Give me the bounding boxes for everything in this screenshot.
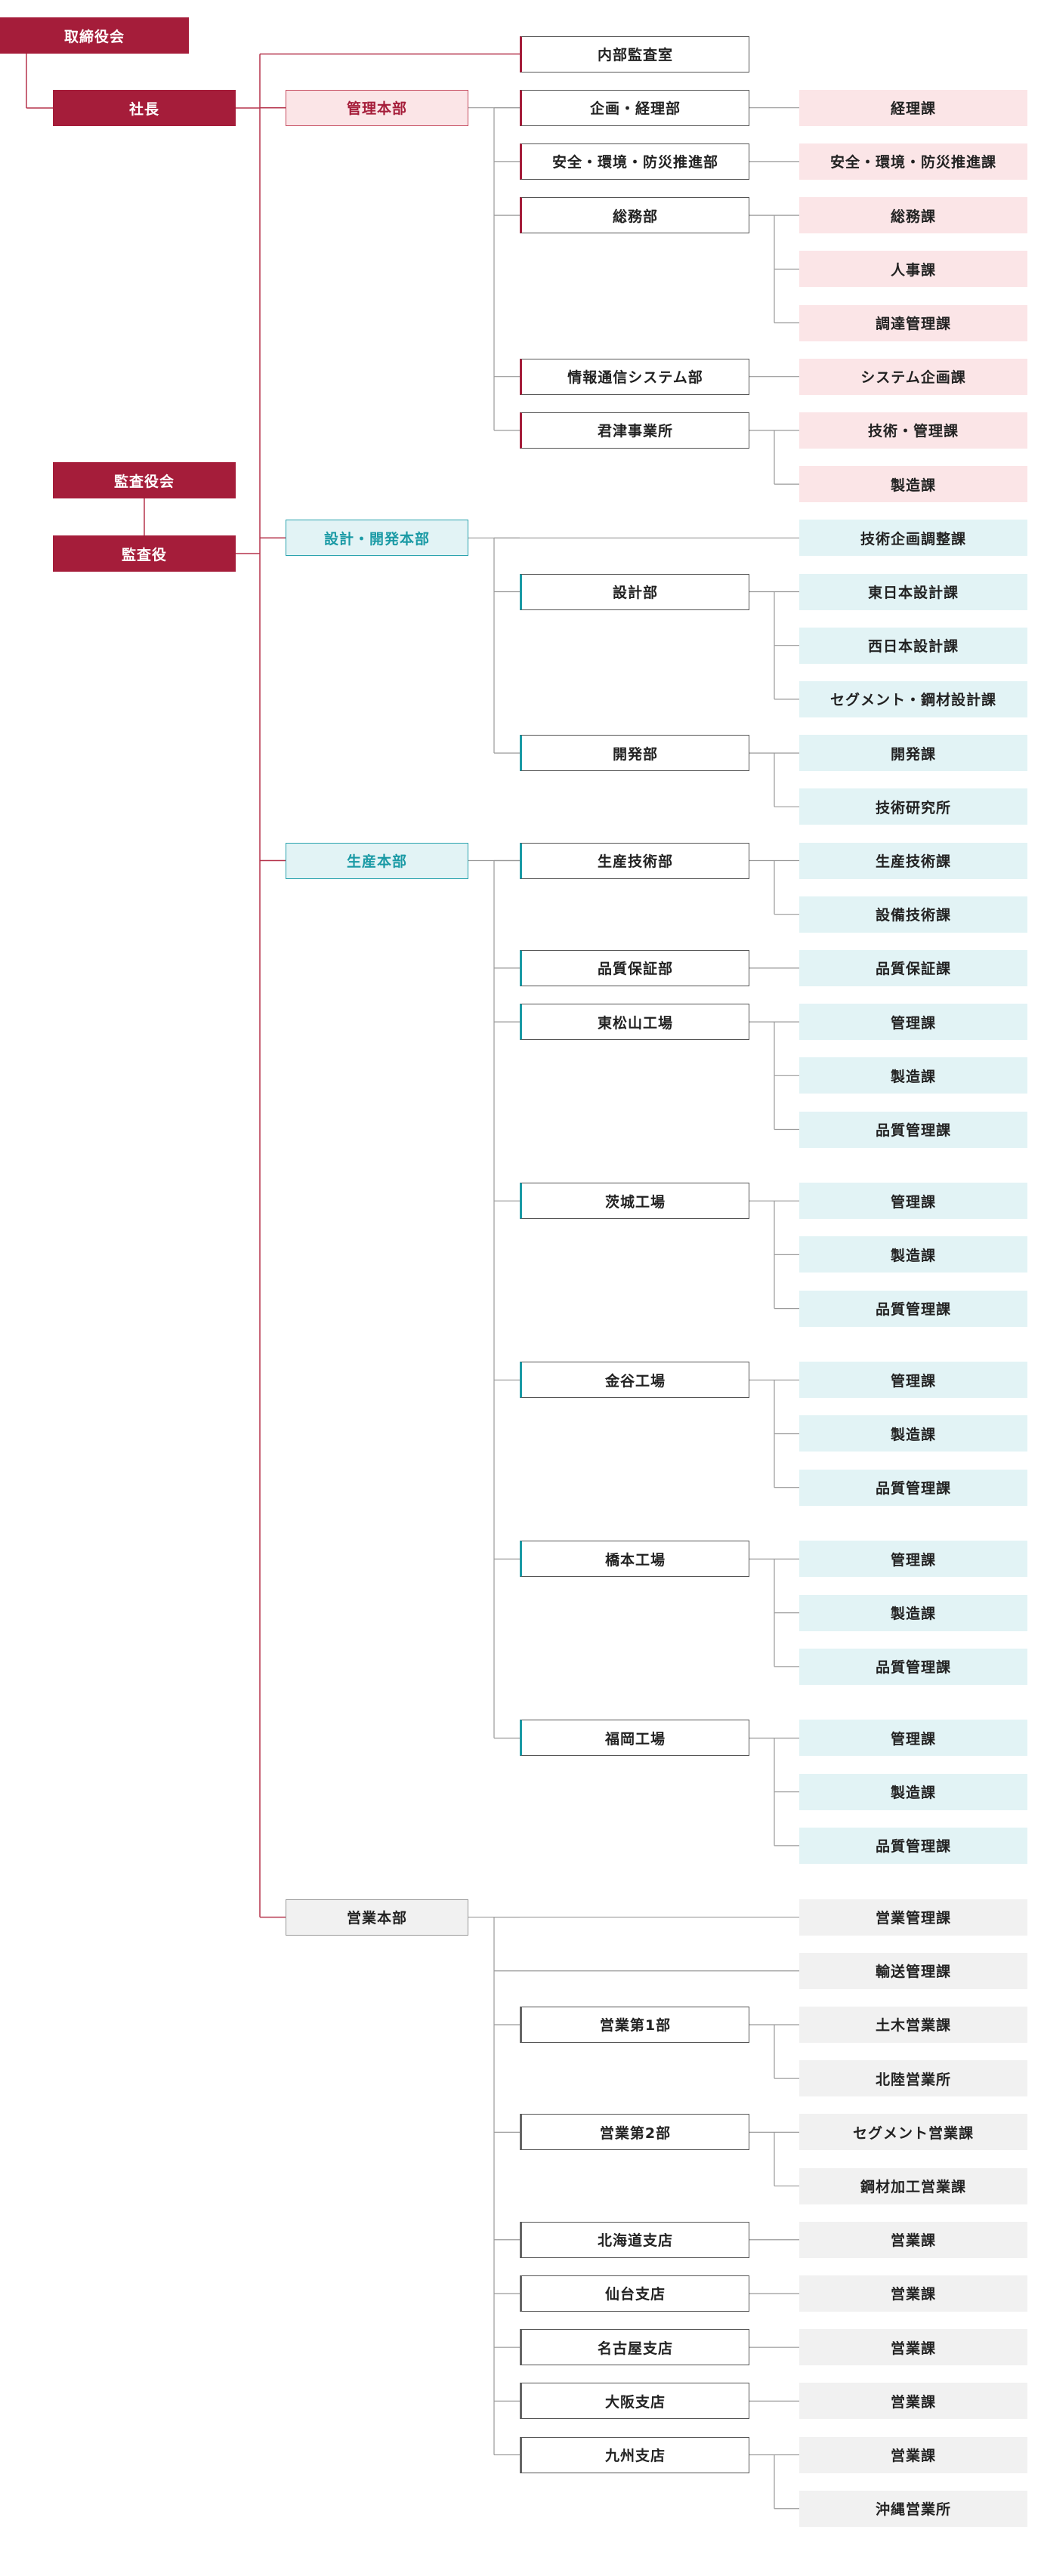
section-box: 生産技術課: [799, 842, 1027, 879]
section-box: 品質管理課: [799, 1111, 1027, 1148]
department-box: 九州支店: [520, 2436, 749, 2473]
section-box: 東日本設計課: [799, 573, 1027, 610]
section-box: 技術・管理課: [799, 412, 1027, 449]
board-box: 取締役会: [0, 17, 189, 54]
section-box: 鋼材加工営業課: [799, 2167, 1027, 2204]
section-box: 管理課: [799, 1362, 1027, 1399]
department-box: 橋本工場: [520, 1541, 749, 1578]
section-box: 品質管理課: [799, 1290, 1027, 1327]
department-box: 仙台支店: [520, 2275, 749, 2312]
section-box: 管理課: [799, 1004, 1027, 1041]
hq-pr-box: 生産本部: [286, 842, 468, 879]
department-box: 開発部: [520, 735, 749, 772]
section-box: 経理課: [799, 89, 1027, 126]
president-box: 社長: [53, 90, 236, 126]
section-box: 製造課: [799, 1594, 1027, 1631]
section-box: 技術研究所: [799, 788, 1027, 825]
section-box: 営業課: [799, 2329, 1027, 2366]
section-box: 品質管理課: [799, 1648, 1027, 1685]
hq-sl-box: 営業本部: [286, 1899, 468, 1936]
section-box: 設備技術課: [799, 896, 1027, 933]
section-box: 製造課: [799, 1236, 1027, 1273]
department-box: 情報通信システム部: [520, 358, 749, 395]
department-box: 東松山工場: [520, 1004, 749, 1041]
department-box: 君津事業所: [520, 412, 749, 449]
department-box: 名古屋支店: [520, 2329, 749, 2366]
section-box: 製造課: [799, 1057, 1027, 1094]
section-box: 調達管理課: [799, 304, 1027, 341]
section-box: 製造課: [799, 1773, 1027, 1810]
section-box: 営業課: [799, 2436, 1027, 2473]
department-box: 企画・経理部: [520, 89, 749, 126]
department-box: 大阪支店: [520, 2383, 749, 2420]
auditor-box: 監査役: [53, 535, 236, 572]
department-box: 営業第1部: [520, 2006, 749, 2043]
section-box: 営業管理課: [799, 1899, 1027, 1936]
audit-board-box: 監査役会: [53, 462, 236, 498]
section-box: 西日本設計課: [799, 627, 1027, 664]
section-box: システム企画課: [799, 358, 1027, 395]
department-box: 生産技術部: [520, 842, 749, 879]
hq-mg-box: 管理本部: [286, 89, 468, 126]
section-box: 安全・環境・防災推進課: [799, 143, 1027, 180]
section-box: 製造課: [799, 466, 1027, 503]
section-box: 品質管理課: [799, 1469, 1027, 1506]
section-box: 製造課: [799, 1415, 1027, 1452]
department-box: 総務部: [520, 197, 749, 234]
section-box: 開発課: [799, 735, 1027, 772]
section-box: 営業課: [799, 2221, 1027, 2258]
section-box: 管理課: [799, 1541, 1027, 1578]
section-box: セグメント営業課: [799, 2114, 1027, 2151]
section-box: 技術企画調整課: [799, 520, 1027, 557]
section-box: 営業課: [799, 2275, 1027, 2312]
department-box: 営業第2部: [520, 2114, 749, 2151]
hq-dv-box: 設計・開発本部: [286, 520, 468, 557]
section-box: 管理課: [799, 1183, 1027, 1220]
department-box: 福岡工場: [520, 1720, 749, 1757]
department-box: 金谷工場: [520, 1362, 749, 1399]
section-box: 輸送管理課: [799, 1952, 1027, 1989]
department-box: 設計部: [520, 573, 749, 610]
section-box: 総務課: [799, 197, 1027, 234]
department-box: 安全・環境・防災推進部: [520, 143, 749, 180]
department-box: 北海道支店: [520, 2221, 749, 2258]
section-box: 北陸営業所: [799, 2060, 1027, 2097]
section-box: 人事課: [799, 251, 1027, 288]
section-box: 品質管理課: [799, 1827, 1027, 1864]
internal-audit-box: 内部監査室: [520, 35, 749, 72]
department-box: 茨城工場: [520, 1183, 749, 1220]
section-box: セグメント・鋼材設計課: [799, 680, 1027, 717]
section-box: 品質保証課: [799, 949, 1027, 986]
section-box: 土木営業課: [799, 2006, 1027, 2043]
section-box: 管理課: [799, 1720, 1027, 1757]
section-box: 沖縄営業所: [799, 2490, 1027, 2527]
department-box: 品質保証部: [520, 949, 749, 986]
section-box: 営業課: [799, 2383, 1027, 2420]
